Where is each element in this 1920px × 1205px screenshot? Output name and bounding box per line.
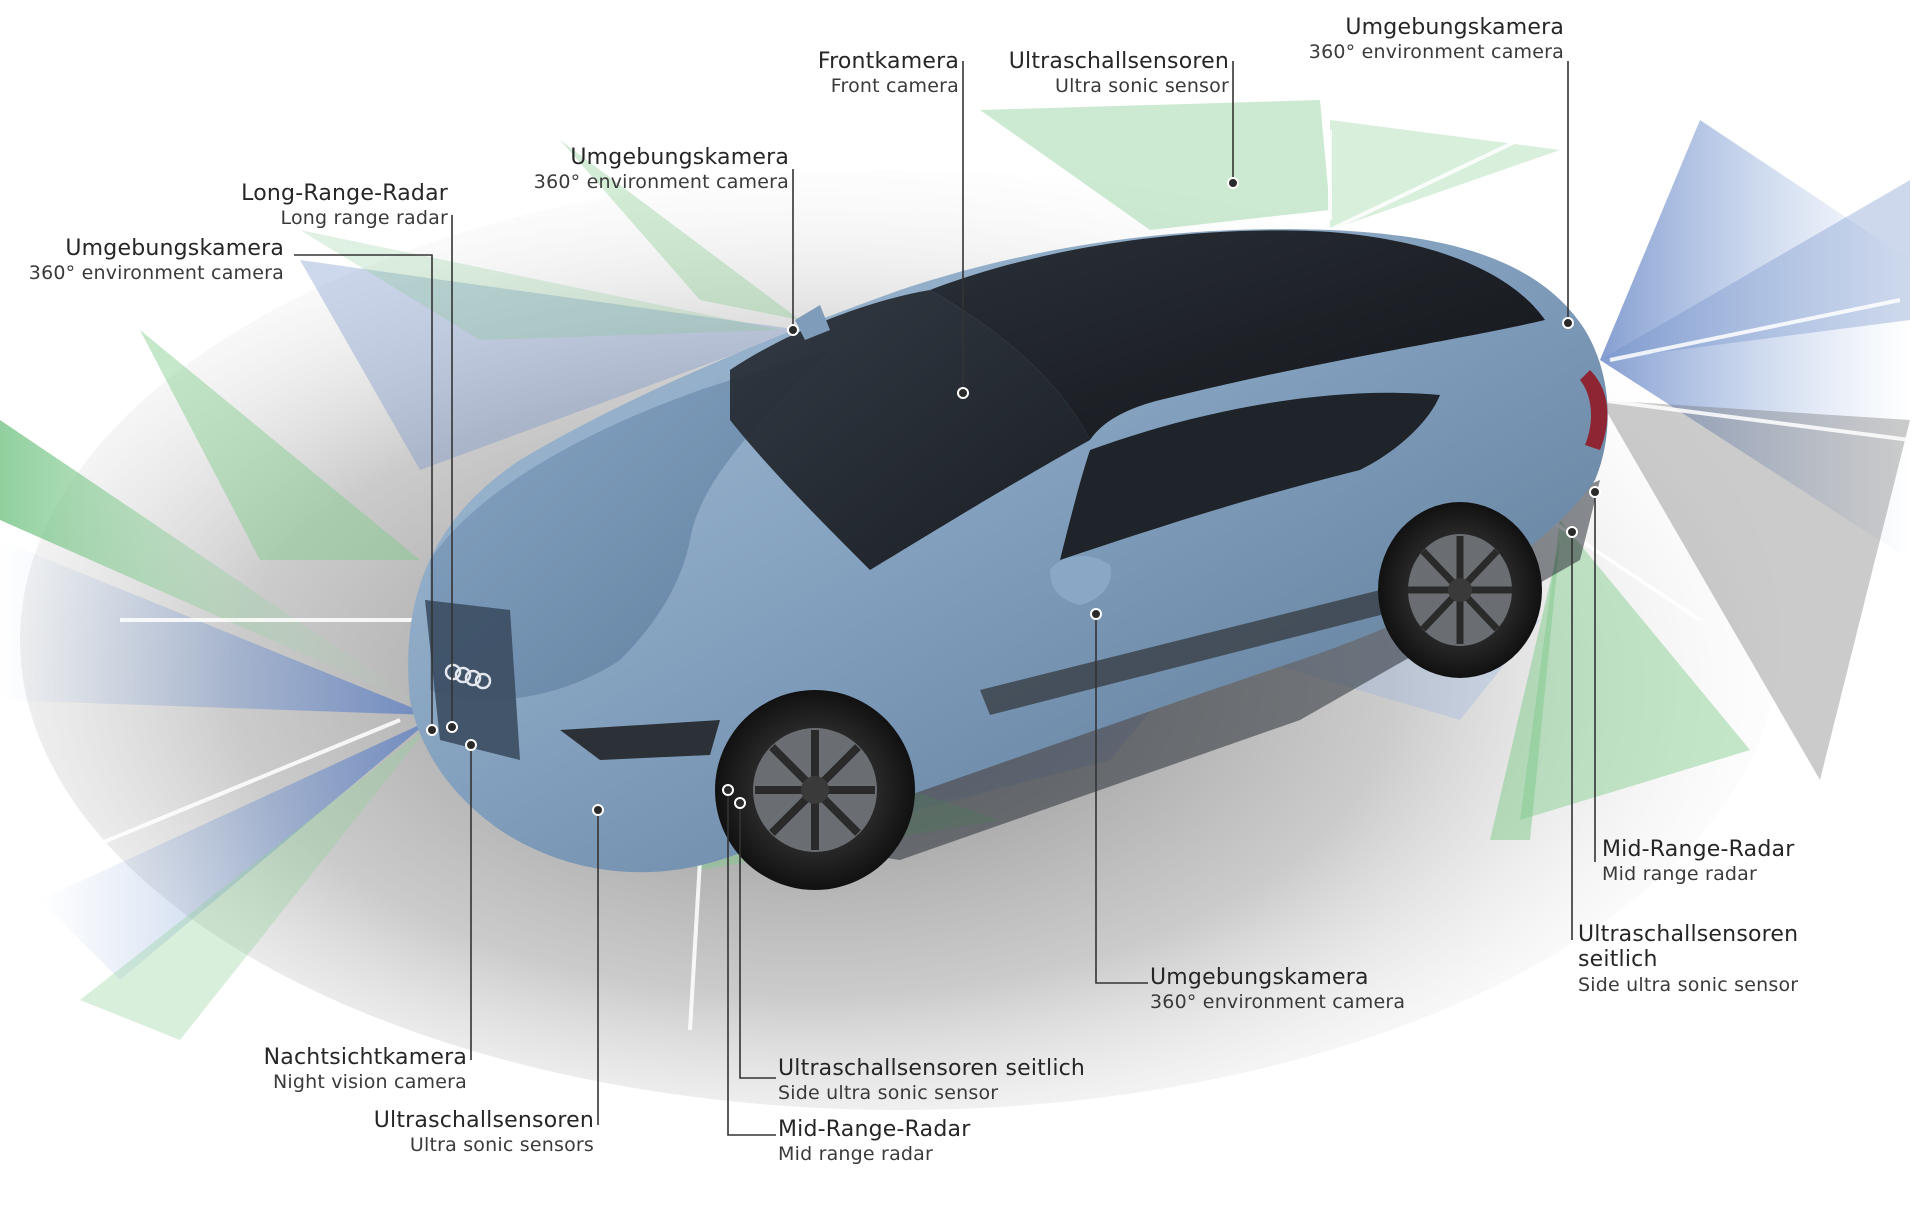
beam-front-left-blue-2	[40, 720, 430, 980]
label-long-range-radar: Long-Range-Radar Long range radar	[241, 181, 448, 230]
beam-front-left-green-2	[80, 725, 430, 1040]
label-en: Long range radar	[280, 207, 448, 230]
label-en: 360° environment camera	[1308, 41, 1564, 64]
label-de: Ultraschallsensoren	[373, 1108, 594, 1133]
label-en: Side ultra sonic sensor	[778, 1082, 999, 1105]
beam-rear-green-low	[1520, 520, 1750, 820]
dot-ultrasonic-top	[1227, 177, 1239, 189]
label-de: Long-Range-Radar	[241, 181, 448, 206]
label-en: 360° environment camera	[1150, 991, 1406, 1014]
label-de: Umgebungskamera	[1150, 965, 1369, 990]
beam-top-green	[980, 100, 1330, 230]
label-de: Umgebungskamera	[570, 145, 789, 170]
dot-ultrasonic-front	[592, 804, 604, 816]
beam-rear-grey	[1600, 400, 1910, 780]
label-de: Mid-Range-Radar	[1602, 837, 1795, 862]
label-ultrasonic-top: Ultraschallsensoren Ultra sonic sensor	[1009, 49, 1229, 98]
label-env-cam-mirror-left: Umgebungskamera 360° environment camera	[534, 145, 789, 194]
label-en: Front camera	[830, 75, 959, 98]
car	[408, 229, 1608, 890]
beam-front-green-left	[300, 230, 780, 340]
label-en: Mid range radar	[778, 1143, 934, 1166]
dot-front-camera	[957, 387, 969, 399]
label-de: Frontkamera	[817, 49, 959, 74]
audi-rings-logo	[444, 663, 492, 690]
car-rear-wheel	[1378, 502, 1542, 678]
label-env-cam-front-left: Umgebungskamera 360° environment camera	[29, 236, 284, 285]
label-side-ultrasonic-front: Ultraschallsensoren seitlich Side ultra …	[778, 1056, 1085, 1105]
beam-left-green	[140, 330, 420, 560]
label-de-line2: seitlich	[1578, 947, 1658, 973]
label-de: Ultraschallsensoren	[1008, 49, 1229, 74]
car-mirror-right	[1050, 555, 1111, 605]
label-en: Mid range radar	[1602, 863, 1758, 886]
leader-lines	[294, 61, 1596, 1136]
car-glass-roof	[930, 230, 1545, 440]
dot-side-ultrasonic-rear	[1566, 526, 1578, 538]
car-taillight	[1580, 370, 1608, 450]
car-side-windows	[1060, 392, 1440, 560]
label-env-cam-mirror-right: Umgebungskamera 360° environment camera	[1150, 965, 1405, 1014]
label-de: Ultraschallsensoren	[1578, 922, 1799, 947]
label-side-ultrasonic-rear: Ultraschallsensoren seitlich Side ultra …	[1578, 922, 1798, 996]
label-de: Mid-Range-Radar	[778, 1117, 971, 1142]
label-en: 360° environment camera	[28, 262, 284, 285]
label-env-cam-rear: Umgebungskamera 360° environment camera	[1309, 15, 1564, 64]
beam-rear-blue	[1600, 120, 1910, 560]
beam-front-left-green	[0, 420, 430, 710]
dot-env-cam-mirror-right	[1090, 608, 1102, 620]
car-mirror-left	[795, 305, 830, 340]
beam-front-green-top	[560, 140, 800, 320]
beam-front-left-blue	[0, 540, 430, 715]
dot-env-cam-front-left	[426, 724, 438, 736]
label-en: Ultra sonic sensor	[1054, 75, 1229, 98]
dot-env-cam-rear	[1562, 317, 1574, 329]
label-de: Nachtsichtkamera	[263, 1045, 467, 1070]
dot-side-ultrasonic-front	[734, 797, 746, 809]
car-headlight	[560, 720, 720, 760]
label-de: Umgebungskamera	[1345, 15, 1564, 40]
sensor-dots	[426, 177, 1601, 816]
dot-long-range-radar	[446, 721, 458, 733]
label-de: Ultraschallsensoren seitlich	[778, 1056, 1086, 1081]
label-de: Umgebungskamera	[65, 236, 284, 261]
label-mid-range-radar-front: Mid-Range-Radar Mid range radar	[778, 1117, 970, 1166]
label-night-vision: Nachtsichtkamera Night vision camera	[264, 1045, 467, 1094]
car-side-sill	[980, 590, 1400, 715]
car-hood	[430, 350, 830, 700]
car-grille	[425, 600, 520, 760]
dot-mid-range-front	[722, 784, 734, 796]
label-en: Night vision camera	[272, 1071, 467, 1094]
dot-mid-range-rear	[1589, 486, 1601, 498]
dot-env-cam-mirror-left	[787, 324, 799, 336]
label-en: Side ultra sonic sensor	[1578, 973, 1799, 996]
label-en: Ultra sonic sensors	[409, 1134, 594, 1157]
car-windshield	[730, 290, 1090, 570]
label-en: 360° environment camera	[533, 171, 789, 194]
car-front-wheel	[715, 690, 915, 890]
beam-rear-green-low-2	[1490, 540, 1560, 840]
label-front-camera: Frontkamera Front camera	[818, 49, 959, 98]
beam-front-hood-blue	[300, 260, 800, 470]
dot-night-vision	[465, 739, 477, 751]
label-mid-range-radar-rear: Mid-Range-Radar Mid range radar	[1602, 837, 1794, 886]
label-ultrasonic-front: Ultraschallsensoren Ultra sonic sensors	[374, 1108, 594, 1157]
